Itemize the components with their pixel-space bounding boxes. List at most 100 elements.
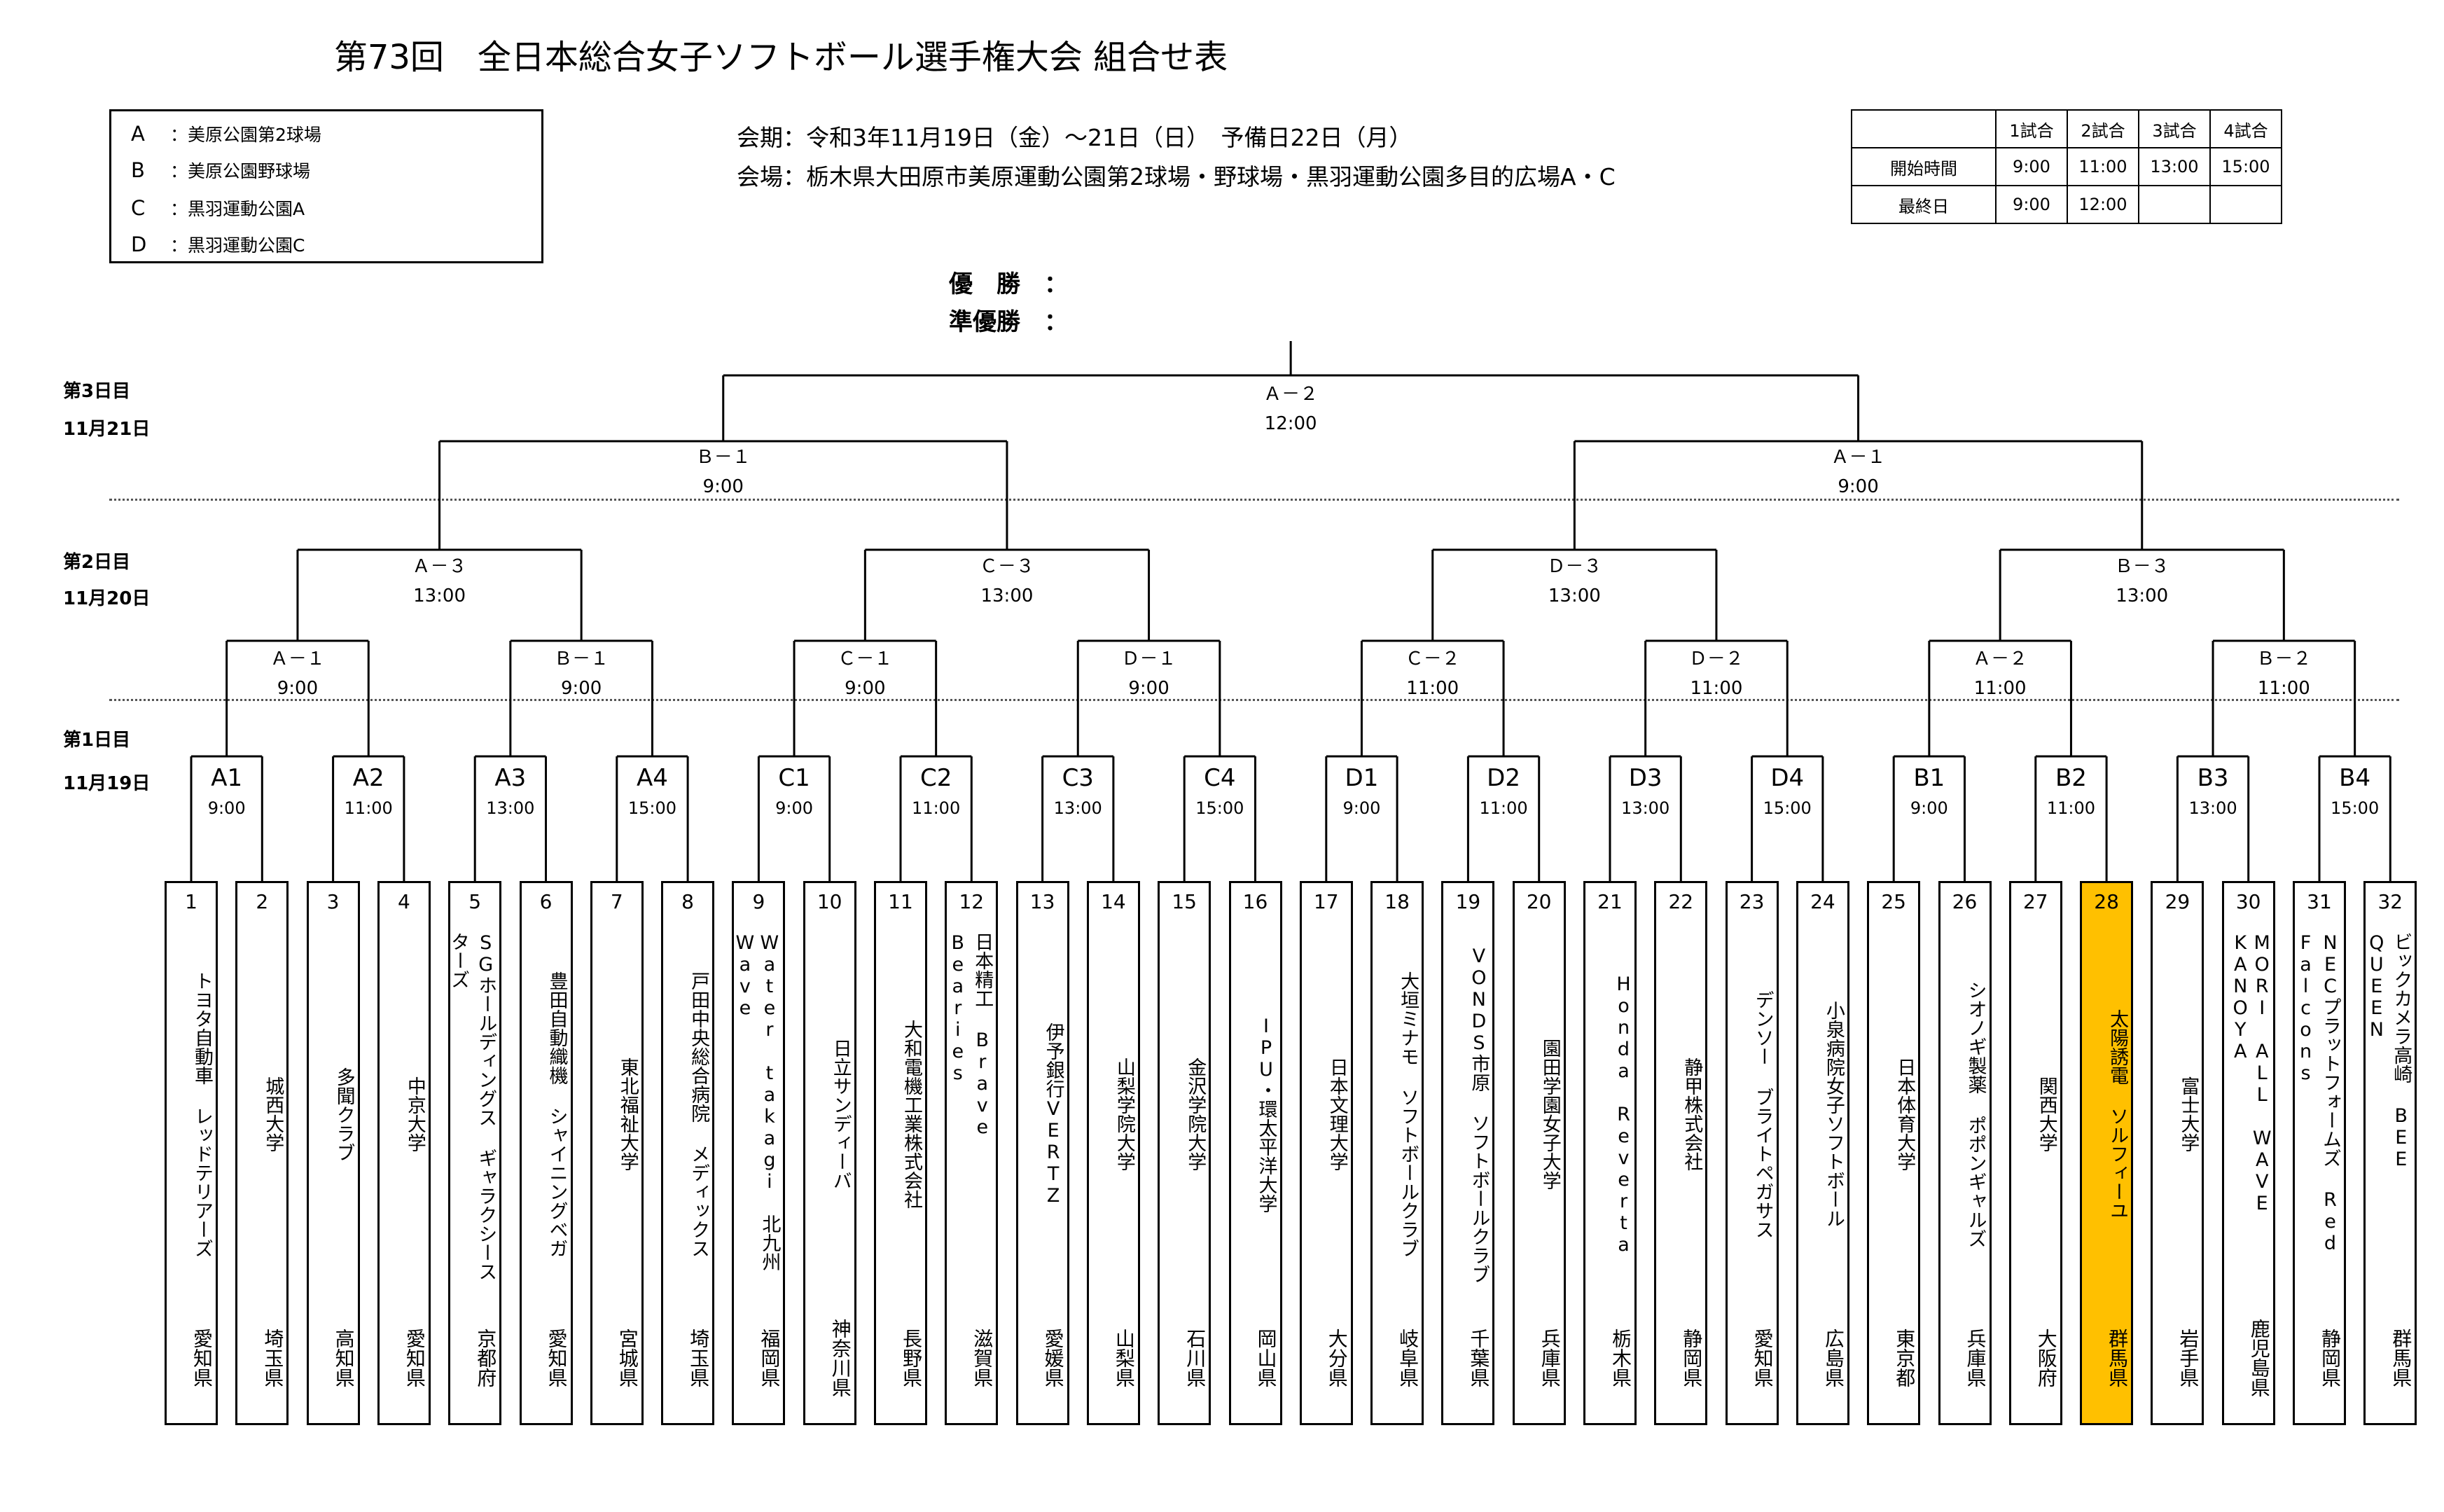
team-prefecture: 愛知県 <box>403 1328 426 1387</box>
team-number: 20 <box>1526 890 1552 913</box>
team-prefecture: 石川県 <box>1183 1328 1207 1387</box>
team-prefecture: 高知県 <box>332 1328 356 1387</box>
team-prefecture: 岡山県 <box>1254 1328 1278 1387</box>
match-code: D4 <box>1770 764 1805 792</box>
match-code: Ａ－２ <box>1263 384 1319 405</box>
team-name: 山梨学院大学 <box>1113 1057 1135 1171</box>
day3-label: 第3日目 <box>63 381 131 402</box>
match-time: 11:00 <box>2257 678 2310 699</box>
match-time: 13:00 <box>413 585 466 606</box>
team-number: 2 <box>256 890 269 913</box>
match-code: Ａ－１ <box>1831 447 1886 468</box>
match-time: 11:00 <box>912 798 961 818</box>
schedule-cell: 9:00 <box>1995 185 2068 224</box>
team-name: デンソー ブライトペガサス <box>1751 990 1774 1239</box>
schedule-header-cell: 2試合 <box>2067 109 2139 148</box>
team-number: 21 <box>1597 890 1623 913</box>
match-time: 9:00 <box>775 798 813 818</box>
day1-label: 第1日目 <box>63 730 131 751</box>
match-code: A1 <box>211 764 243 792</box>
legend-row-a: A：美原公園第2球場 <box>131 121 321 146</box>
team-name: 関西大学 <box>2035 1076 2057 1152</box>
champion-label: 優 勝 ： <box>949 270 1068 298</box>
match-code: Ｃ－２ <box>1405 649 1460 670</box>
runner-up-label: 準優勝 ： <box>949 308 1068 336</box>
second-round-match: Ｂ－２ 11:00 <box>2200 644 2368 703</box>
team-name: 園田学園女子大学 <box>1539 1039 1561 1190</box>
team-prefecture: 京都府 <box>474 1328 498 1387</box>
team-number: 19 <box>1455 890 1481 913</box>
team-prefecture: 群馬県 <box>2106 1328 2130 1387</box>
match-code: B1 <box>1913 764 1945 792</box>
team-prefecture: 東京都 <box>1893 1328 1917 1387</box>
page-title: 第73回 全日本総合女子ソフトボール選手権大会 組合せ表 <box>333 38 1228 77</box>
team-prefecture: 埼玉県 <box>687 1328 711 1387</box>
match-time: 11:00 <box>1479 798 1528 818</box>
day-separator <box>109 699 2399 701</box>
legend-key: A <box>131 122 145 146</box>
team-number: 14 <box>1101 890 1126 913</box>
match-time: 9:00 <box>1910 798 1948 818</box>
match-time: 13:00 <box>1053 798 1102 818</box>
legend-key: D <box>131 233 147 256</box>
team-prefecture: 愛知県 <box>190 1328 214 1387</box>
match-code: D3 <box>1628 764 1662 792</box>
team-name: IPU・環太平洋大学 <box>1255 1015 1277 1213</box>
day2-date: 11月20日 <box>63 588 151 609</box>
match-time: 13:00 <box>1548 585 1601 606</box>
match-time: 9:00 <box>1342 798 1381 818</box>
team-number: 31 <box>2307 890 2332 913</box>
team-prefecture: 岐阜県 <box>1396 1328 1420 1387</box>
day-separator <box>109 499 2399 501</box>
schedule-header-cell: 1試合 <box>1995 109 2068 148</box>
team-name: 太陽誘電 ソルフィーユ <box>2106 1008 2129 1220</box>
team-prefecture: 大阪府 <box>2034 1328 2058 1387</box>
match-time: 15:00 <box>1763 798 1812 818</box>
team-prefecture: 兵庫県 <box>1538 1328 1562 1387</box>
team-number: 30 <box>2235 890 2261 913</box>
match-code: Ｂ－２ <box>2256 649 2312 670</box>
team-name: 日立サンディーバ <box>829 1039 852 1190</box>
team-number: 25 <box>1881 890 1906 913</box>
match-time: 13:00 <box>2116 585 2169 606</box>
match-time: 11:00 <box>1690 678 1743 699</box>
schedule-header-row: 1試合 2試合 3試合 4試合 <box>1851 109 2282 148</box>
team-name: 豊田自動織機 シャイニングベガ <box>546 971 568 1258</box>
match-time: 13:00 <box>1621 798 1670 818</box>
team-name: 金沢学院大学 <box>1184 1057 1207 1171</box>
team-number: 4 <box>397 890 410 913</box>
team-prefecture: 滋賀県 <box>971 1328 994 1387</box>
team-prefecture: 静岡県 <box>2319 1328 2342 1387</box>
team-name: 多聞クラブ <box>333 1067 355 1162</box>
match-code: C3 <box>1062 764 1094 792</box>
match-time: 11:00 <box>344 798 393 818</box>
match-code: Ｄ－２ <box>1688 649 1744 670</box>
